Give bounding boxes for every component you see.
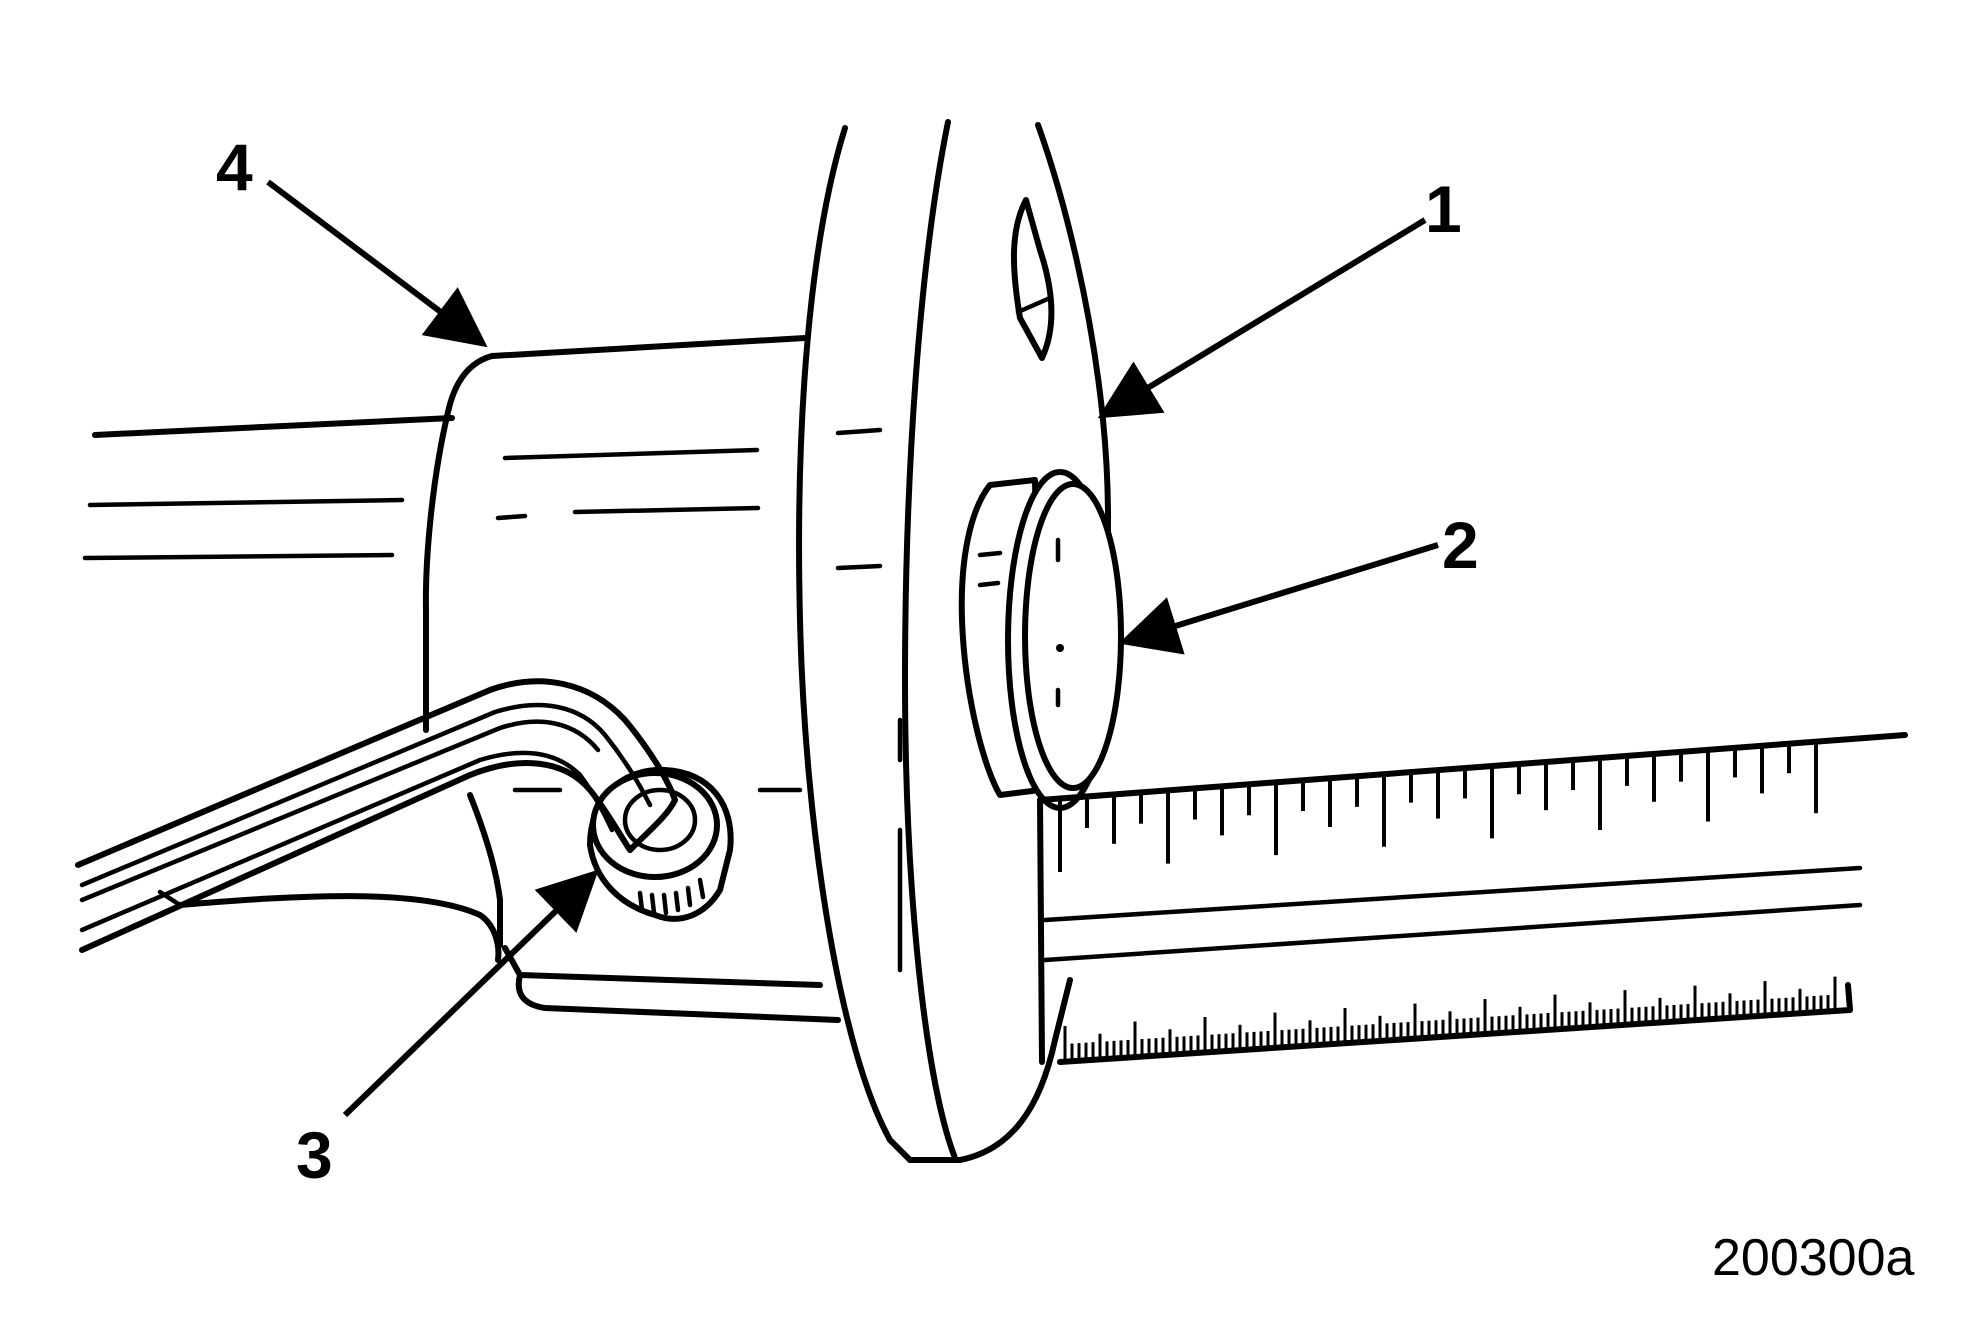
callout-leaders [266, 179, 1439, 1118]
callout-2: 2 [1442, 508, 1479, 582]
callout-4: 4 [216, 130, 253, 204]
scale-upper-ticks [1058, 741, 1818, 872]
leader-1 [1097, 217, 1427, 419]
figure-id: 200300a [1712, 1229, 1915, 1287]
mount-bracket [157, 792, 841, 1023]
callout-1: 1 [1425, 172, 1462, 246]
hex-key [75, 678, 678, 953]
leader-2 [1118, 542, 1439, 655]
indicator-disc [958, 469, 1124, 811]
flange-disc [796, 119, 1112, 1163]
leader-3 [342, 869, 599, 1118]
hub-housing [422, 335, 808, 793]
leader-4 [266, 179, 488, 348]
knurled-nut [587, 766, 734, 922]
callout-3: 3 [296, 1118, 333, 1192]
scale-lower-ticks [1063, 976, 1837, 1060]
shaft [82, 415, 455, 561]
measuring-scale [1037, 732, 1908, 1065]
